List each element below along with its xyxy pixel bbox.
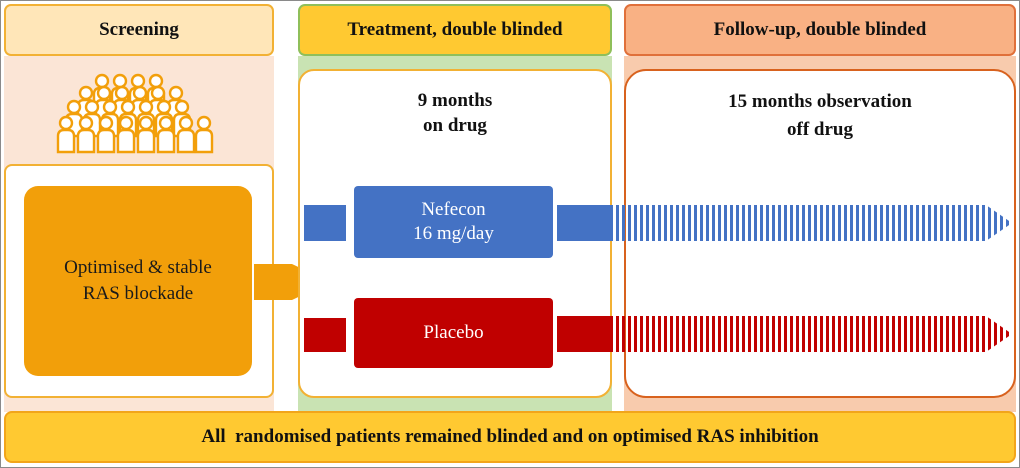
placebo-arm-right-bar (557, 316, 613, 352)
people-group-icon (56, 73, 214, 154)
screening-ras-box: Optimised & stable RAS blockade (24, 186, 252, 376)
screening-header: Screening (4, 4, 274, 56)
nefecon-arm-left-bar (304, 205, 346, 241)
follow-up-title-line2: off drug (787, 119, 853, 140)
placebo-label: Placebo (423, 322, 484, 343)
placebo-arm-box: Placebo (354, 298, 553, 368)
treatment-title-line1: 9 months (417, 90, 493, 111)
treatment-header: Treatment, double blinded (298, 4, 612, 56)
treatment-header-label: Treatment, double blinded (347, 19, 563, 40)
placebo-follow-up-arrow (604, 316, 1012, 352)
nefecon-follow-up-arrow (604, 205, 1012, 241)
screening-header-label: Screening (99, 19, 179, 40)
placebo-arm-left-bar (304, 318, 346, 352)
nefecon-arm-box: Nefecon 16 mg/day (354, 186, 553, 258)
follow-up-header: Follow-up, double blinded (624, 4, 1016, 56)
treatment-panel-title: 9 months on drug (298, 88, 612, 138)
footer-banner: All randomised patients remained blinded… (4, 411, 1016, 463)
follow-up-title-line1: 15 months observation (728, 91, 912, 112)
nefecon-dose: 16 mg/day (413, 223, 494, 244)
nefecon-label: Nefecon (421, 199, 486, 220)
follow-up-header-label: Follow-up, double blinded (713, 19, 927, 40)
footer-text: All randomised patients remained blinded… (201, 426, 819, 447)
screening-box-line2: RAS blockade (82, 283, 194, 304)
treatment-title-line2: on drug (423, 115, 487, 136)
nefecon-arm-right-bar (557, 205, 613, 241)
screening-box-line1: Optimised & stable (64, 257, 212, 278)
follow-up-panel-title: 15 months observation off drug (624, 88, 1016, 144)
